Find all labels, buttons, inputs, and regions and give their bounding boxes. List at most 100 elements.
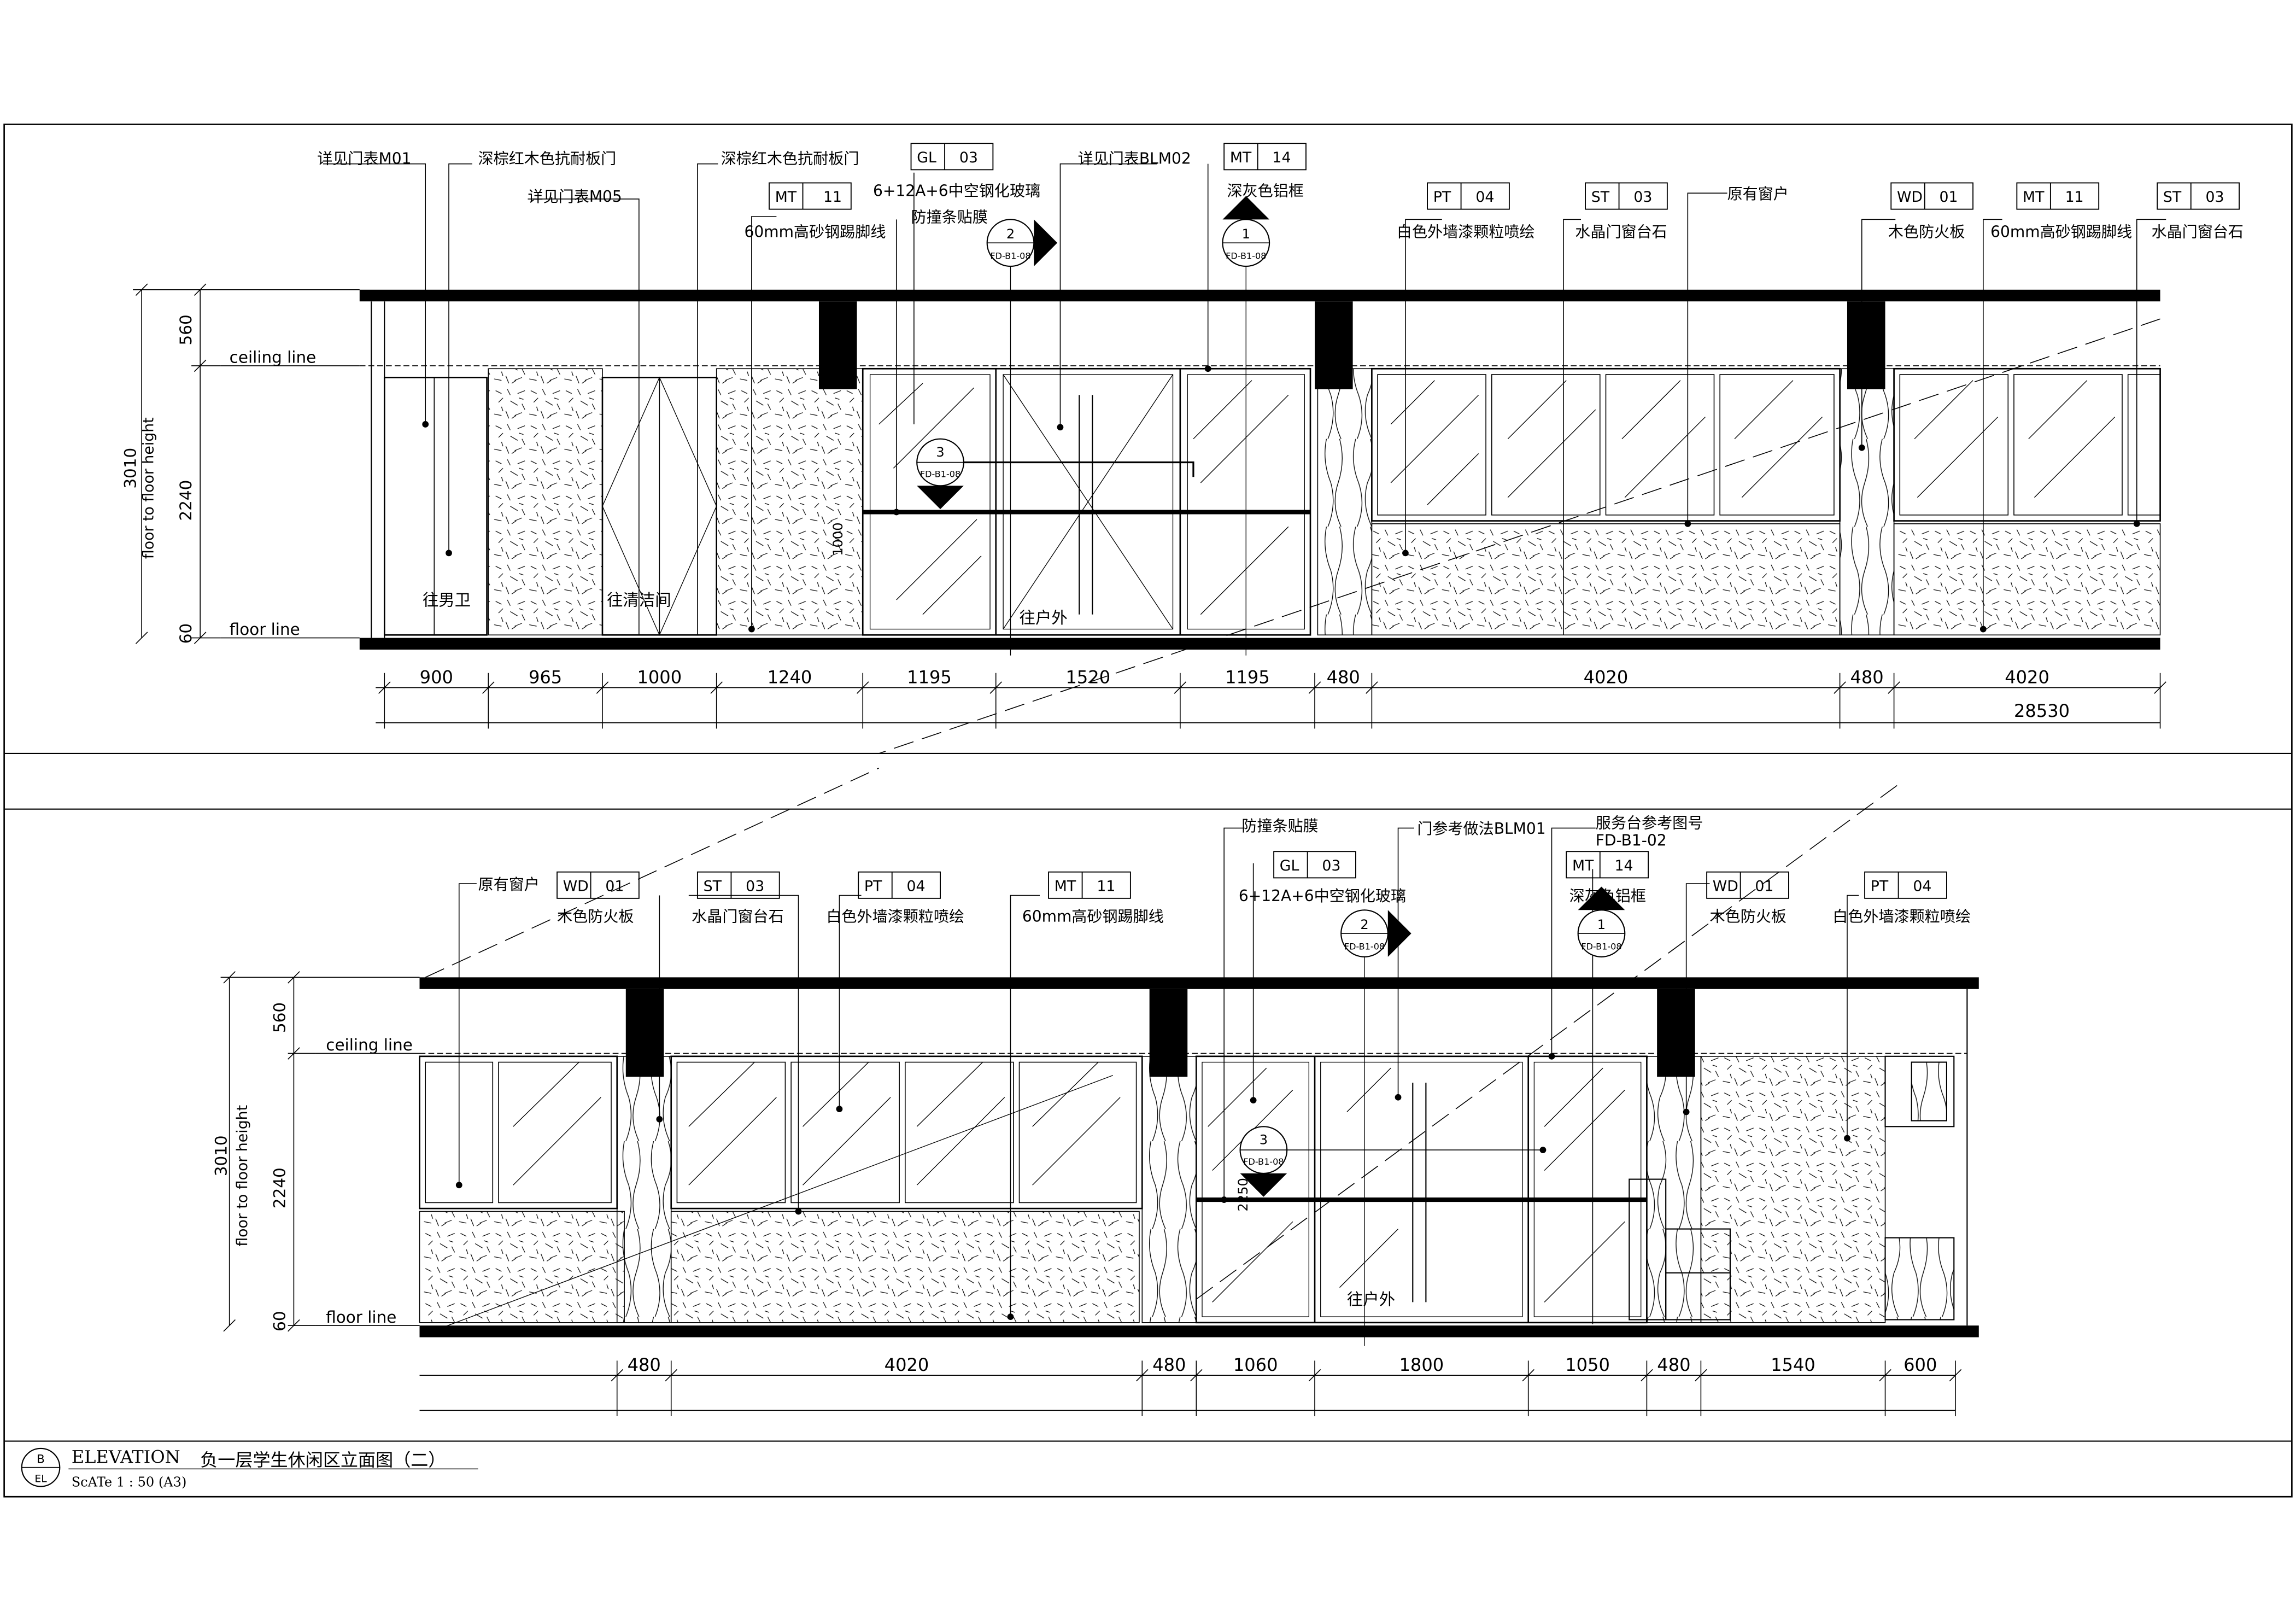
upper-dimension-value: 965 bbox=[529, 667, 562, 688]
svg-text:PT: PT bbox=[864, 878, 882, 895]
dimension-chain bbox=[376, 673, 2166, 729]
section-marker: 2 FD-B1-08 bbox=[1340, 909, 1411, 1346]
dim-2240: 2240 bbox=[270, 1167, 289, 1208]
svg-text:MT: MT bbox=[2023, 189, 2045, 206]
speckle-wall bbox=[1371, 523, 1841, 636]
speckle-wall bbox=[716, 368, 864, 636]
svg-text:WD: WD bbox=[1897, 189, 1923, 206]
section-marker: 3 FD-B1-08 bbox=[1239, 1126, 1543, 1197]
label-door-blm01: 门参考做法BLM01 bbox=[1417, 820, 1545, 838]
title-block: B EL ELEVATION 负一层学生休闲区立面图（二） ScATe 1 : … bbox=[21, 1447, 478, 1489]
svg-text:11: 11 bbox=[823, 189, 842, 206]
title-en: ELEVATION bbox=[72, 1447, 180, 1468]
glass-hatch bbox=[1208, 1067, 1625, 1302]
label-door-blm02: 详见门表BLM02 bbox=[1078, 150, 1191, 168]
glass-entrance bbox=[862, 367, 1311, 636]
upper-dimension-value: 1000 bbox=[637, 667, 682, 688]
upper-elevation: 详见门表M01 深棕红木色抗耐板门 详见门表M05 深棕红木色抗耐板门 60mm… bbox=[121, 143, 2244, 754]
svg-text:GL: GL bbox=[917, 149, 936, 166]
lower-dimension-value: 4020 bbox=[885, 1354, 929, 1375]
label-skirting: 60mm高砂钢踢脚线 bbox=[1022, 908, 1164, 926]
svg-text:03: 03 bbox=[1322, 857, 1340, 874]
window-hatch bbox=[1390, 380, 2116, 505]
leader-dots bbox=[455, 1053, 1850, 1320]
column bbox=[818, 301, 857, 389]
material-tag: WD 01 bbox=[1706, 871, 1789, 899]
label-frame: 深灰色铝框 bbox=[1227, 182, 1303, 200]
side-note: 2250 bbox=[1235, 1178, 1251, 1211]
label-glass: 6+12A+6中空钢化玻璃 bbox=[1239, 887, 1406, 905]
dim-60: 60 bbox=[270, 1311, 289, 1331]
sheet-border bbox=[3, 124, 2293, 1498]
label-glass: 6+12A+6中空钢化玻璃 bbox=[873, 182, 1040, 200]
speckle-wall bbox=[1700, 1056, 1886, 1323]
label-sill-stone: 水晶门窗台石 bbox=[2152, 223, 2244, 241]
lower-dimension-value: 1060 bbox=[1233, 1354, 1278, 1375]
svg-text:14: 14 bbox=[1272, 149, 1291, 166]
svg-text:01: 01 bbox=[1755, 878, 1773, 895]
svg-text:01: 01 bbox=[1940, 189, 1958, 206]
svg-text:01: 01 bbox=[605, 878, 624, 895]
label-paint: 白色外墙漆颗粒喷绘 bbox=[1832, 908, 1971, 926]
scale-label: ScATe 1 : 50 (A3) bbox=[72, 1474, 187, 1489]
spec-labels: 原有窗户 木色防火板 水晶门窗台石 白色外墙漆颗粒喷绘 60mm高砂钢踢脚线 防… bbox=[478, 814, 1971, 925]
svg-text:1: 1 bbox=[1242, 226, 1250, 242]
svg-text:3: 3 bbox=[1260, 1132, 1268, 1147]
lower-dimension-value: 480 bbox=[628, 1354, 661, 1375]
upper-dimension-value: 900 bbox=[420, 667, 453, 688]
lower-dimension-value: 480 bbox=[1152, 1354, 1186, 1375]
wood-panel bbox=[1839, 368, 1895, 636]
label-door-m05: 详见门表M05 bbox=[528, 188, 622, 206]
svg-text:MT: MT bbox=[1055, 878, 1076, 895]
svg-text:ST: ST bbox=[2163, 189, 2182, 206]
lower-elevation: 原有窗户 木色防火板 水晶门窗台石 白色外墙漆颗粒喷绘 60mm高砂钢踢脚线 防… bbox=[212, 768, 1979, 1417]
label-paint: 白色外墙漆颗粒喷绘 bbox=[826, 908, 964, 926]
glass-entrance bbox=[1195, 1055, 1648, 1324]
lower-dimension-value: 1540 bbox=[1771, 1354, 1815, 1375]
vertical-dimension bbox=[220, 971, 420, 1332]
upper-dimension-value: 1195 bbox=[907, 667, 952, 688]
label-door-finish: 深棕红木色抗耐板门 bbox=[478, 150, 617, 168]
label-fire-board: 木色防火板 bbox=[557, 908, 634, 926]
section-marker: 1 FD-B1-08 bbox=[1222, 196, 1270, 656]
svg-text:04: 04 bbox=[907, 878, 926, 895]
label-existing-window: 原有窗户 bbox=[478, 875, 540, 893]
speckle-wall bbox=[670, 1211, 1140, 1323]
room-label-outdoor: 往户外 bbox=[1347, 1290, 1395, 1309]
label-paint: 白色外墙漆颗粒喷绘 bbox=[1397, 223, 1535, 241]
dimension-chain bbox=[419, 1360, 1962, 1417]
wood-panel bbox=[1317, 368, 1373, 636]
leaders bbox=[458, 827, 1859, 1324]
label-fire-board: 木色防火板 bbox=[1709, 908, 1786, 926]
room-label-men: 往男卫 bbox=[423, 591, 471, 610]
dim-caption: floor to floor height bbox=[234, 1105, 251, 1247]
upper-dimension-value: 1240 bbox=[768, 667, 812, 688]
svg-text:2: 2 bbox=[1006, 226, 1015, 242]
floor-line-label: floor line bbox=[230, 620, 300, 639]
svg-text:PT: PT bbox=[1871, 878, 1889, 895]
label-existing-window: 原有窗户 bbox=[1727, 185, 1789, 203]
floor-slab bbox=[359, 638, 2160, 650]
glass-hatch bbox=[878, 380, 1289, 615]
material-tag: PT 04 bbox=[858, 871, 941, 899]
svg-text:ST: ST bbox=[1591, 189, 1610, 206]
svg-text:WD: WD bbox=[1713, 878, 1738, 895]
floor-slab bbox=[419, 1325, 1979, 1337]
ceiling-line-label: ceiling line bbox=[230, 348, 317, 367]
window-band bbox=[1371, 367, 2161, 522]
leader-dots bbox=[422, 365, 2140, 633]
material-tag: WD 01 bbox=[557, 871, 640, 899]
label-sill-stone: 水晶门窗台石 bbox=[1575, 223, 1667, 241]
svg-text:WD: WD bbox=[563, 878, 589, 895]
section-marker: 2 FD-B1-08 bbox=[986, 219, 1058, 656]
svg-text:MT: MT bbox=[1572, 857, 1594, 874]
side-note: 1000 bbox=[830, 522, 846, 556]
label-door-finish: 深棕红木色抗耐板门 bbox=[721, 150, 859, 168]
